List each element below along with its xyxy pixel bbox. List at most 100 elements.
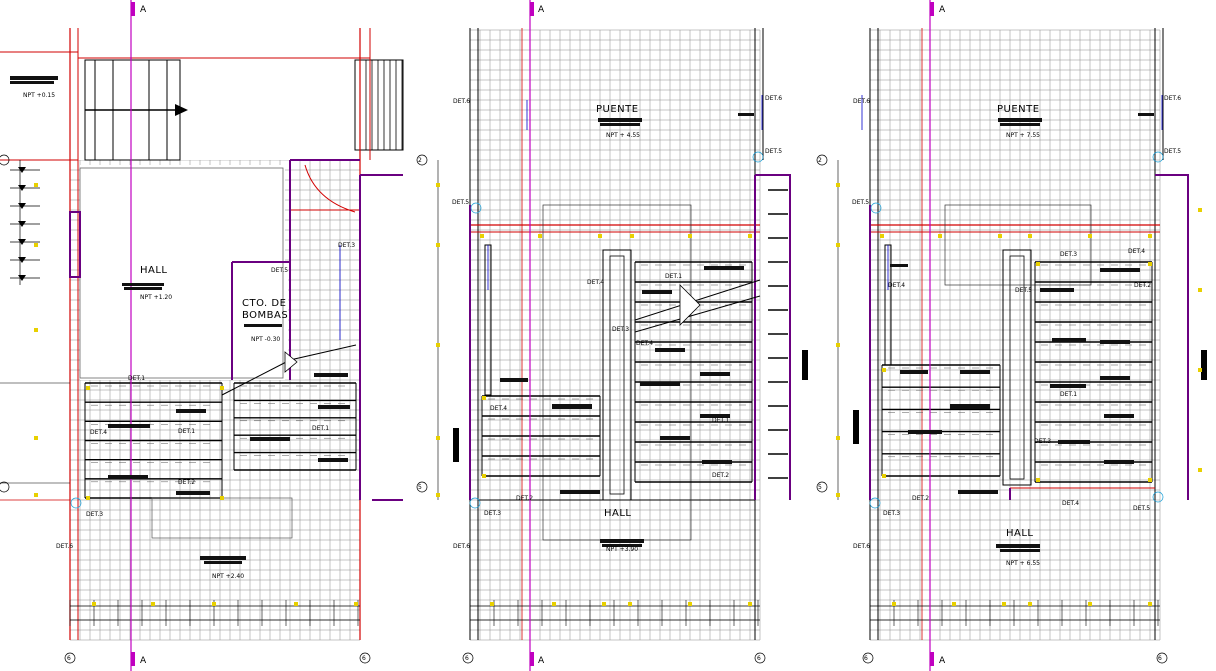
axis-bubble [0,154,10,166]
label-bar [890,264,908,267]
detail-callout: DET.1 [712,417,729,424]
detail-callout: DET.3 [883,510,900,517]
label-bar [1100,268,1140,272]
section-marker-a: A [140,5,147,15]
label-bar [552,404,592,409]
elevator-shaft [1002,249,1032,486]
level-tag: NPT +3.90 [606,546,638,553]
column-marker [552,602,556,606]
label-bar [10,76,58,80]
axis-bubble [816,154,828,166]
label-bar [124,287,162,290]
wall-line [869,174,1189,500]
column-marker [1088,234,1092,238]
label-bar [250,437,290,441]
label-bar [318,458,348,462]
section-marker-a: A [939,656,946,666]
axis-bubble [870,202,882,214]
section-flag [930,652,934,666]
label-bar [204,561,242,564]
column [69,211,81,278]
column-marker [748,602,752,606]
axis-bubble-label: 6 [1158,655,1162,662]
detail-callout: DET.4 [90,429,107,436]
axis-bubble [752,151,764,163]
column [453,428,459,462]
column-marker [436,493,440,497]
column-marker [688,234,692,238]
axis-bubble [469,497,481,509]
section-flag [530,652,534,666]
axis-bubble [359,652,371,664]
section-flag [131,652,135,666]
elevator-shaft [1009,255,1025,480]
axis-bubble-label: 2 [818,157,822,164]
detail-callout: DET.6 [765,95,782,102]
detail-callout: DET.3 [1034,438,1051,445]
hall-outline [944,204,1092,286]
label-bar [642,290,672,294]
column-marker [628,602,632,606]
column-marker [836,183,840,187]
axis-bubble-label: 6 [757,655,761,662]
detail-callouts: DET.3 DET.6 DET.1 DET.4 DET.2 DET.1 DET.… [56,95,1181,550]
detail-callout: DET.3 [1060,251,1077,258]
label-bar [318,405,350,409]
column-marker [86,496,90,500]
label-bar [1050,384,1086,388]
column-marker [1036,478,1040,482]
axis-bubble [1156,652,1168,664]
detail-callout: DET.3 [86,511,103,518]
hall-outline [151,497,293,539]
label-bar [244,324,282,327]
section-marker-a: A [140,656,147,666]
column-marker [436,183,440,187]
wall-line [231,159,360,380]
section-flag [131,2,135,16]
label-bar [500,378,528,382]
label-bar [738,113,754,116]
column-marker [1198,288,1202,292]
label-bar [314,373,348,377]
level-arrow-icon [18,275,26,281]
column-marker [34,243,38,247]
detail-callout: DET.4 [587,279,604,286]
detail-callout: DET.6 [853,98,870,105]
door-swing [304,164,356,213]
column-marker [630,234,634,238]
column-marker [212,602,216,606]
label-bar [560,490,600,494]
axis-bubble [470,202,482,214]
detail-callout: DET.6 [453,543,470,550]
label-bar [655,348,685,352]
column-marker [882,368,886,372]
label-bar [1058,440,1090,444]
axis-bubble [862,652,874,664]
label-bar [602,544,642,547]
detail-callout: DET.3 [484,510,501,517]
wall-line [359,174,403,501]
detail-callout: DET.1 [1060,391,1077,398]
column-marker [92,602,96,606]
level-tag: NPT + 6.55 [1006,560,1040,567]
column-marker [748,234,752,238]
label-bar [1104,414,1134,418]
column-marker [86,386,90,390]
label-bar [1138,113,1154,116]
room-background [232,262,288,372]
column-marker [151,602,155,606]
level-arrow-icon [18,203,26,209]
detail-callout: DET.2 [912,495,929,502]
detail-callout: DET.4 [636,340,653,347]
detail-callout: DET.1 [312,425,329,432]
detail-callout: DET.6 [853,543,870,550]
column-marker [1198,208,1202,212]
column-marker [220,496,224,500]
label-bar [958,490,998,494]
label-bar [1000,123,1040,126]
detail-callout: DET.6 [56,543,73,550]
detail-callout: DET.4 [490,405,507,412]
label-bar [660,436,690,440]
axis-bubble-label: 6 [864,655,868,662]
